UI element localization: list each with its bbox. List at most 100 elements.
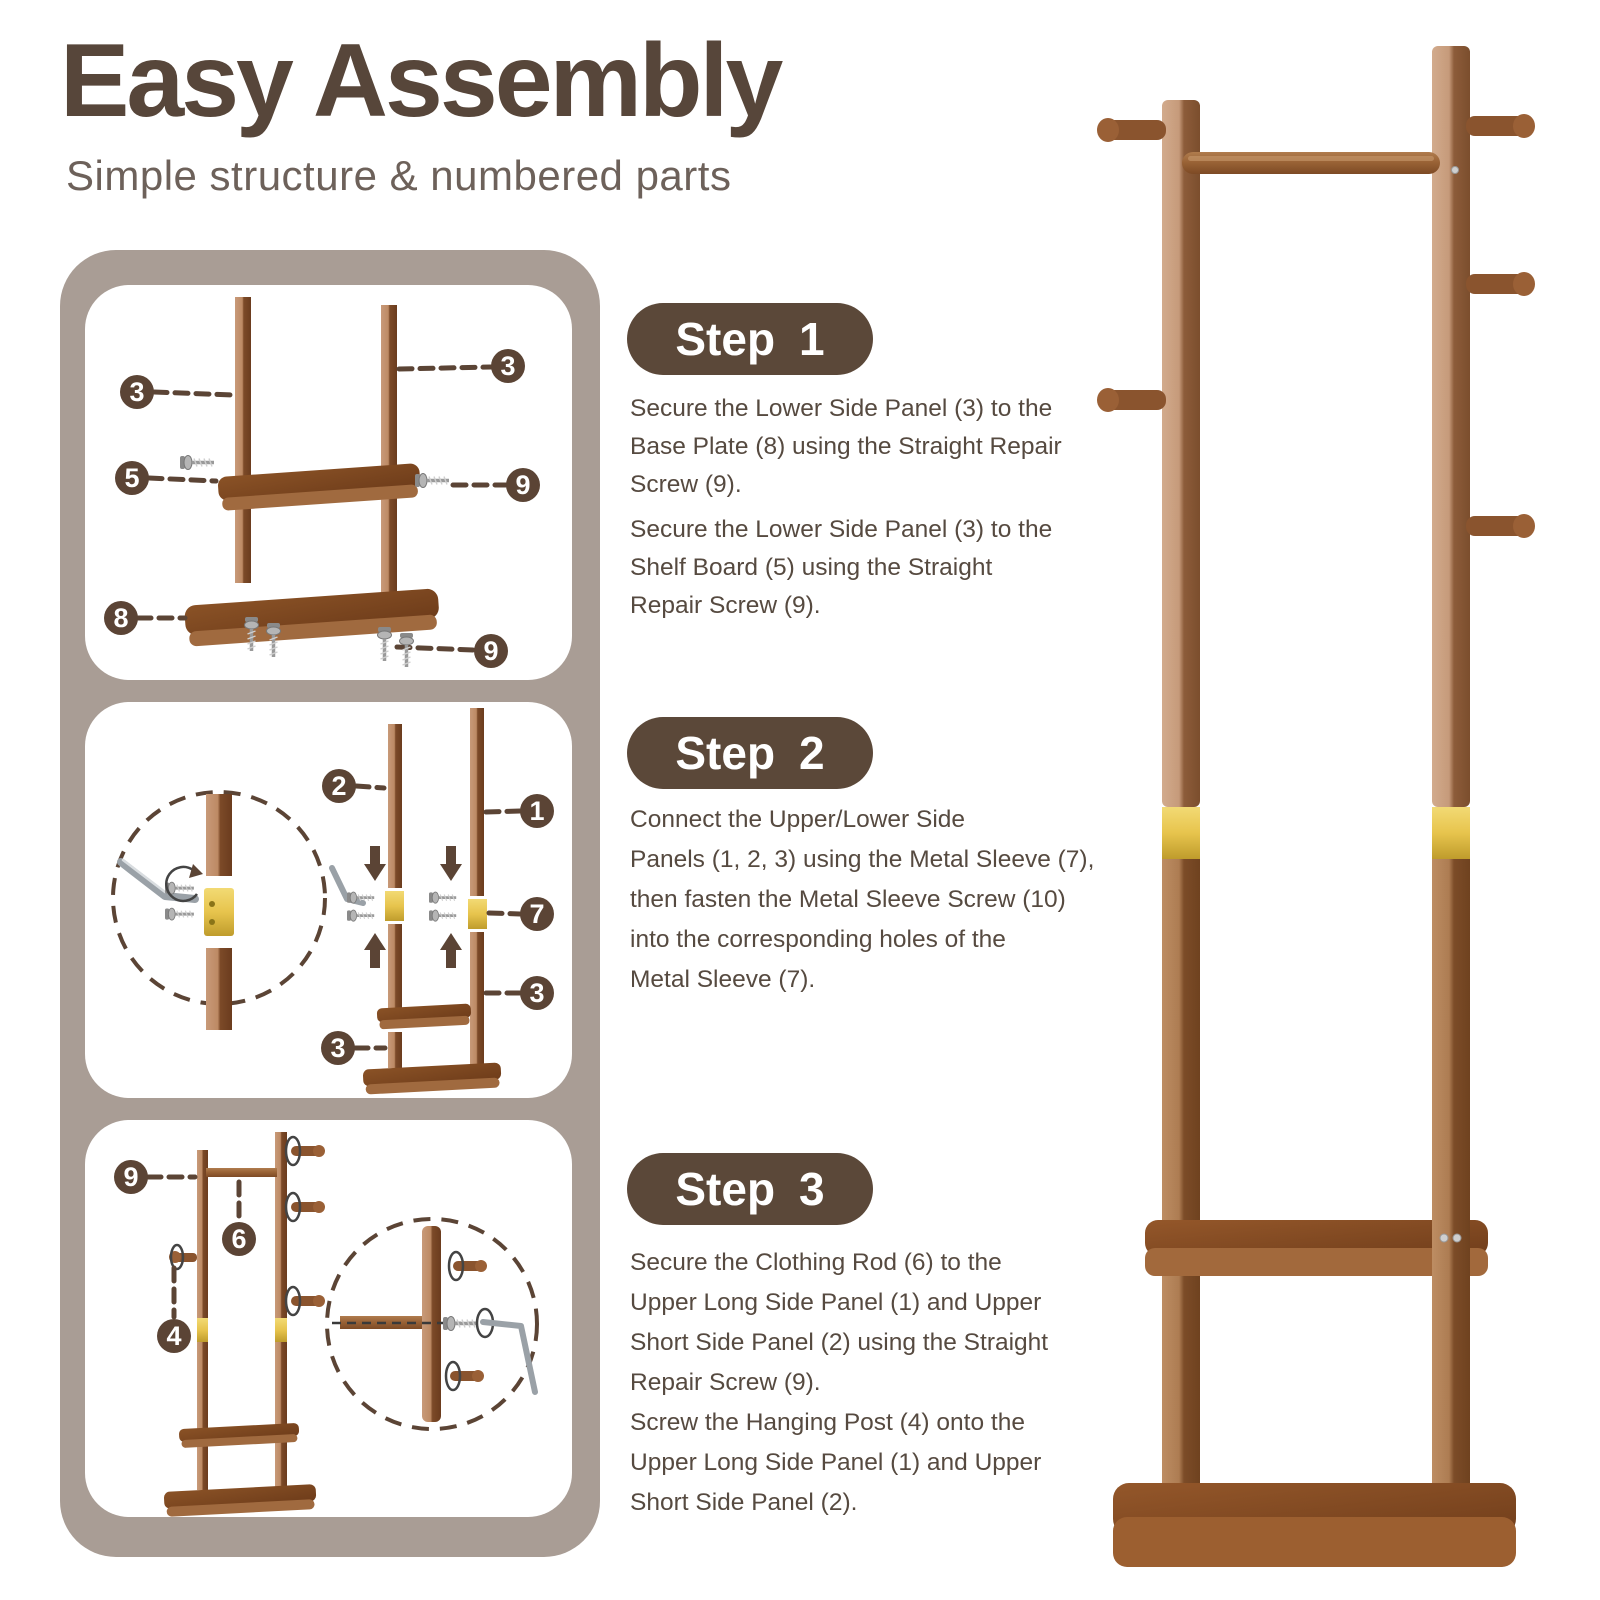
step-1-text-line: Secure the Lower Side Panel (3) to the (630, 516, 1053, 543)
metal-sleeve (197, 1318, 208, 1342)
lower-side-panel (388, 924, 402, 1016)
step-label: Step (675, 727, 776, 779)
hanging-hook (447, 1250, 487, 1282)
diagram-column: 3 3 5 9 8 9 (60, 250, 600, 1557)
clothing-rod (206, 1168, 277, 1177)
screw-icon (1439, 1233, 1449, 1243)
lower-side-panel-right (1432, 859, 1470, 1540)
screw-icon (178, 453, 216, 472)
step1-diagram: 3 3 5 9 8 9 (104, 297, 540, 669)
base-plate (163, 1484, 317, 1517)
lower-side-panel-right (381, 305, 397, 598)
step-3-text-line: Short Side Panel (2) using the Straight (630, 1329, 1049, 1356)
step1-diagram-panel: 3 3 5 9 8 9 (85, 285, 572, 680)
callout-number: 9 (123, 1162, 138, 1192)
step2-diagram: 2 1 7 3 3 (111, 708, 554, 1095)
screw-icon (413, 471, 451, 490)
lower-side-panel (470, 932, 484, 1068)
upper-long-side-panel (470, 708, 484, 896)
callout-badge: 4 (157, 1319, 191, 1353)
step-number: 2 (799, 727, 825, 779)
step-2-text-line: Connect the Upper/Lower Side (630, 806, 966, 833)
callout-number: 6 (231, 1224, 246, 1254)
callout-badge: 2 (322, 769, 356, 803)
step-3-text-line: Secure the Clothing Rod (6) to the (630, 1249, 1002, 1276)
page-subtitle: Simple structure & numbered parts (66, 152, 732, 199)
callout-badge: 7 (520, 897, 554, 931)
screw-icon (1452, 1233, 1462, 1243)
step-3-text-line: Repair Screw (9). (630, 1369, 821, 1396)
callout-number: 3 (529, 978, 544, 1008)
base-plate (362, 1062, 502, 1095)
page-title: Easy Assembly (60, 23, 783, 139)
metal-sleeve (275, 1318, 287, 1342)
hanging-hook (444, 1360, 484, 1392)
callout-badge: 3 (321, 1031, 355, 1065)
step-1-text-line: Repair Screw (9). (630, 592, 821, 619)
screw-icon (441, 1314, 479, 1333)
metal-sleeve (1432, 807, 1470, 859)
metal-sleeve (204, 888, 234, 936)
leader-line (353, 783, 387, 791)
step2-diagram-panel: 2 1 7 3 3 (85, 702, 572, 1098)
step3-diagram: 9 6 4 (114, 1132, 539, 1517)
leader-line (486, 910, 523, 917)
lower-panel-segment (206, 948, 232, 1030)
allen-key-highlight (121, 858, 167, 894)
callout-number: 1 (529, 796, 544, 826)
callout-badge: 5 (115, 461, 149, 495)
shelf-board (179, 1423, 300, 1448)
screw-icon (163, 906, 196, 922)
step-3-text-line: Screw the Hanging Post (4) onto the (630, 1409, 1025, 1436)
step-3-text-line: Short Side Panel (2). (630, 1489, 858, 1516)
screw-icon (375, 625, 394, 663)
shelf-board (218, 463, 420, 511)
metal-sleeve (468, 899, 487, 929)
upper-long-side-panel (1432, 46, 1470, 807)
callout-badge: 1 (520, 794, 554, 828)
screw-icon (345, 908, 376, 923)
shelf-board (1145, 1220, 1488, 1276)
hanging-hook (284, 1191, 325, 1223)
step-1-text-line: Secure the Lower Side Panel (3) to the (630, 395, 1053, 422)
inset-detail-circle (111, 790, 327, 1006)
step-3-text-line: Upper Long Side Panel (1) and Upper (630, 1449, 1042, 1476)
upper-short-side-panel (388, 724, 402, 888)
step-1-text: Secure the Lower Side Panel (3) to the B… (630, 390, 1130, 625)
step-1-text-line: Screw (9). (630, 471, 742, 498)
sleeve-hole (209, 919, 215, 925)
hanging-hook (1097, 118, 1166, 142)
hanging-hook (1466, 272, 1535, 296)
step-number: 3 (799, 1163, 825, 1215)
leader-line (483, 808, 523, 815)
arrow-up-icon (440, 933, 462, 968)
screw-icon (397, 631, 416, 669)
callout-badge: 9 (114, 1160, 148, 1194)
lower-side-panel (388, 1032, 402, 1068)
allen-key-icon (480, 1319, 538, 1395)
leader-line (396, 364, 494, 372)
callout-number: 9 (515, 470, 530, 500)
hanging-hook (1466, 114, 1535, 138)
arrow-down-icon (440, 846, 462, 881)
callout-number: 4 (166, 1321, 181, 1351)
upper-long-side-panel (275, 1132, 287, 1500)
metal-sleeve (1162, 807, 1200, 859)
clothing-rod (1182, 152, 1440, 174)
screw-icon (1451, 166, 1459, 174)
callout-number: 9 (483, 636, 498, 666)
step-3-text: Secure the Clothing Rod (6) to the Upper… (630, 1243, 1130, 1523)
lower-side-panel-left (235, 297, 251, 583)
callout-number: 5 (124, 463, 139, 493)
product-photo (1097, 46, 1535, 1567)
callout-badge: 3 (120, 375, 154, 409)
hanging-hook (284, 1285, 325, 1317)
step3-diagram-panel: 9 6 4 (85, 1120, 572, 1517)
hanging-hook (1466, 514, 1535, 538)
side-panel-segment (422, 1226, 441, 1422)
callout-number: 8 (113, 603, 128, 633)
shelf-board (376, 1003, 472, 1030)
step-2-text: Connect the Upper/Lower Side Panels (1, … (630, 800, 1130, 1000)
arrow-up-icon (364, 933, 386, 968)
